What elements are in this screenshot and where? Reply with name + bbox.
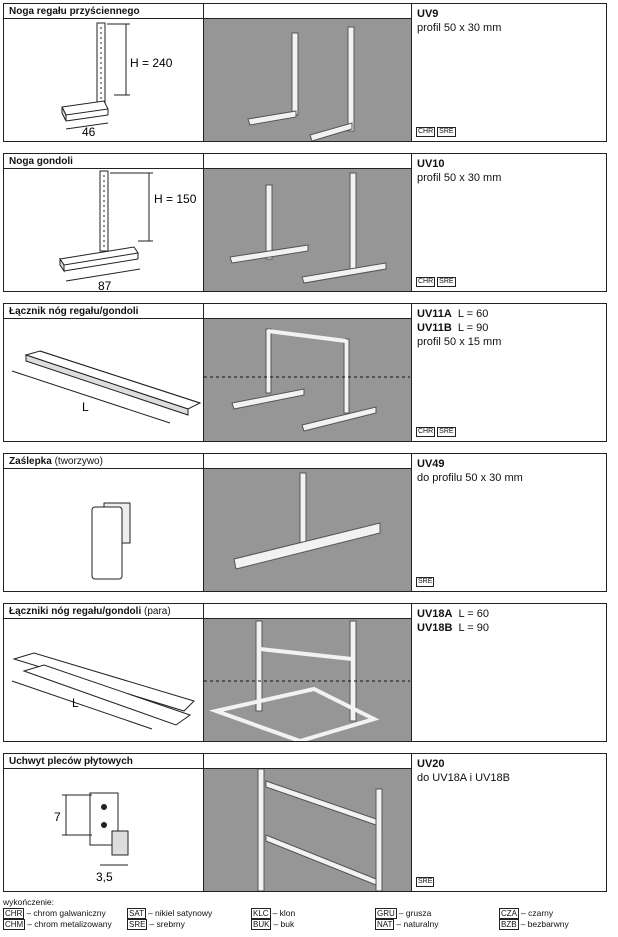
finish-badge: CHR — [416, 277, 436, 287]
product-description: profil 50 x 30 mm — [417, 22, 502, 34]
height-dimension: 7 — [54, 810, 61, 824]
legend-item: CHM– chrom metalizowany — [3, 919, 112, 930]
legend-item: BZB– bezbarwny — [499, 919, 569, 930]
height-dimension: H = 240 — [130, 56, 173, 70]
finish-legend: wykończenie: CHR– chrom galwaniczny SAT–… — [3, 897, 613, 930]
finish-badges: CHR SRE — [416, 277, 456, 287]
product-description: do profilu 50 x 30 mm — [417, 472, 523, 484]
finish-badge: SRE — [437, 277, 456, 287]
product-photo — [204, 169, 412, 291]
legend-item: BUK– buk — [251, 919, 295, 930]
info-cell: UV49 do profilu 50 x 30 mm SRE — [412, 454, 606, 591]
length-dimension: L — [82, 400, 89, 414]
width-dimension: 3,5 — [96, 870, 113, 884]
product-code: UV20 — [417, 758, 445, 770]
product-photo — [204, 769, 412, 891]
finish-badge: SRE — [437, 127, 456, 137]
product-description: do UV18A i UV18B — [417, 772, 510, 784]
gondola-leg-drawing: H = 150 87 — [59, 170, 197, 293]
info-cell: UV9 profil 50 x 30 mm CHR SRE — [412, 4, 606, 141]
info-cell: UV10 profil 50 x 30 mm CHR SRE — [412, 154, 606, 291]
legend-item: CZA– czarny — [499, 908, 554, 919]
height-dimension: H = 150 — [154, 192, 197, 206]
legend-item: CHR– chrom galwaniczny — [3, 908, 106, 919]
product-panel-uv10: Noga gondoli H = 150 87 UV10 profil 50 x… — [3, 153, 607, 293]
legend-item: SRE– srebrny — [127, 919, 185, 930]
finish-badges: SRE — [416, 877, 435, 887]
finish-badges: CHR SRE — [416, 427, 456, 437]
product-code: UV10 — [417, 158, 445, 170]
length-dimension: L — [72, 696, 79, 710]
finish-badges: SRE — [416, 577, 435, 587]
drawing-cell: Zaślepka (tworzywo) — [4, 454, 204, 591]
drawing-cell: Łączniki nóg regału/gondoli (para) L — [4, 604, 204, 741]
legend-item: GRU– grusza — [375, 908, 432, 919]
panel-title: Zaślepka — [9, 456, 52, 467]
product-panel-uv49: Zaślepka (tworzywo) UV49 do profilu 50 x… — [3, 453, 607, 592]
legend-item: KLC– klon — [251, 908, 296, 919]
width-dimension: 46 — [82, 125, 96, 139]
legend-item: SAT– nikiel satynowy — [127, 908, 213, 919]
panel-title: Łączniki nóg regału/gondoli — [9, 606, 142, 617]
drawing-cell: Łącznik nóg regału/gondoli L — [4, 304, 204, 441]
finish-badge: SRE — [437, 427, 456, 437]
legend-grid: CHR– chrom galwaniczny SAT– nikiel satyn… — [3, 908, 613, 930]
end-cap-drawing — [91, 502, 131, 580]
finish-badge: SRE — [416, 877, 435, 887]
product-panel-uv9: Noga regału przyściennego H = 240 46 UV9… — [3, 3, 607, 142]
finish-badge: CHR — [416, 127, 436, 137]
drawing-cell: Uchwyt pleców płytowych 7 3,5 — [4, 754, 204, 891]
legend-heading: wykończenie: — [3, 897, 55, 907]
info-cell: UV20 do UV18A i UV18B SRE — [412, 754, 606, 891]
product-code: UV49 — [417, 458, 445, 470]
drawing-cell: Noga gondoli H = 150 87 — [4, 154, 204, 293]
finish-badge: CHR — [416, 427, 436, 437]
panel-title: Uchwyt pleców płytowych — [9, 756, 133, 767]
product-code: UV9 — [417, 8, 439, 20]
width-dimension: 87 — [98, 279, 112, 293]
finish-badge: SRE — [416, 577, 435, 587]
product-photo — [204, 19, 412, 141]
back-panel-bracket-drawing: 7 3,5 — [54, 792, 129, 884]
finish-badges: CHR SRE — [416, 127, 456, 137]
panel-title: Noga regału przyściennego — [9, 6, 140, 17]
product-photo — [204, 469, 412, 591]
panel-title: Noga gondoli — [9, 156, 73, 167]
wall-leg-drawing: H = 240 46 — [61, 22, 173, 139]
product-photo — [204, 319, 412, 441]
leg-connector-drawing: L — [11, 350, 202, 424]
drawing-cell: Noga regału przyściennego H = 240 46 — [4, 4, 204, 141]
product-panel-uv20: Uchwyt pleców płytowych 7 3,5 UV20 do UV… — [3, 753, 607, 892]
product-description: profil 50 x 15 mm — [417, 336, 502, 348]
legend-item: NAT– naturalny — [375, 919, 439, 930]
product-description: profil 50 x 30 mm — [417, 172, 502, 184]
product-panel-uv18: Łączniki nóg regału/gondoli (para) L UV1… — [3, 603, 607, 742]
product-photo — [204, 619, 412, 741]
panel-title: Łącznik nóg regału/gondoli — [9, 306, 139, 317]
leg-connectors-pair-drawing: L — [11, 652, 195, 730]
